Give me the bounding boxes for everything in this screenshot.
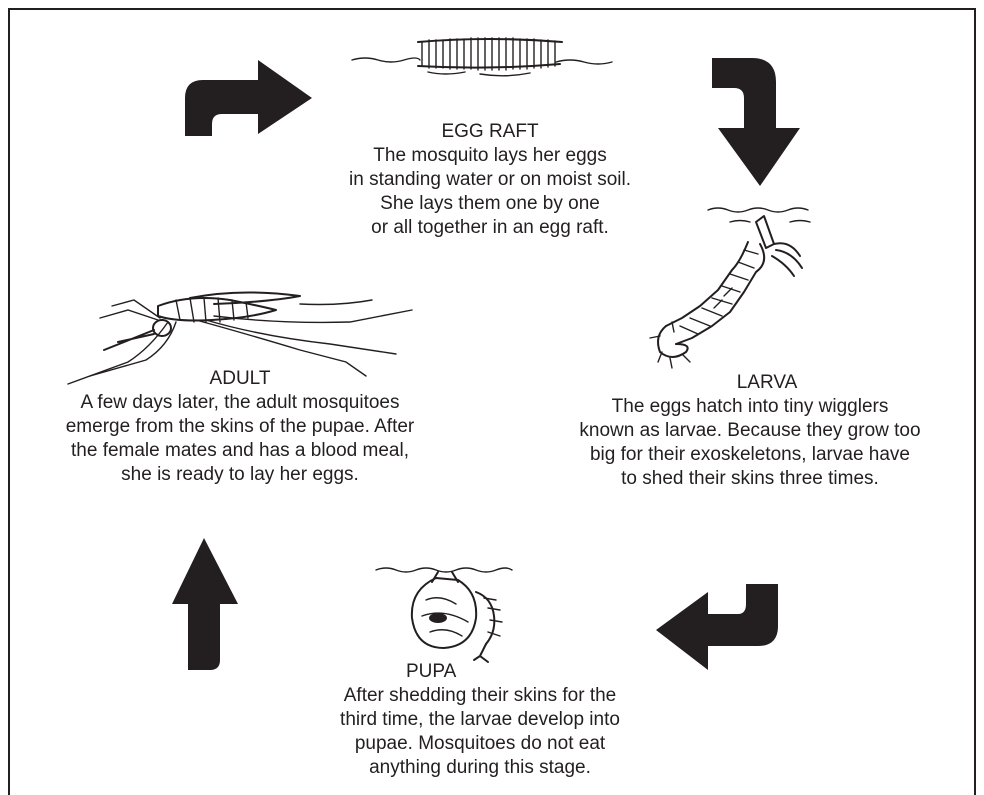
stage-title: EGG RAFT xyxy=(240,120,740,144)
stage-line: A few days later, the adult mosquitoes xyxy=(10,391,470,415)
stage-line: big for their exoskeletons, larvae have xyxy=(535,443,965,467)
egg-raft-illustration xyxy=(352,38,612,76)
stage-line: third time, the larvae develop into xyxy=(270,708,690,732)
stage-line: known as larvae. Because they grow too xyxy=(535,419,965,443)
stage-line: The eggs hatch into tiny wigglers xyxy=(535,395,965,419)
stage-line: She lays them one by one xyxy=(240,192,740,216)
stage-title: ADULT xyxy=(10,367,470,391)
stage-larva: LARVA The eggs hatch into tiny wigglers … xyxy=(535,371,965,491)
pupa-illustration xyxy=(376,568,512,662)
stage-line: The mosquito lays her eggs xyxy=(240,144,740,168)
stage-line: After shedding their skins for the xyxy=(270,684,690,708)
stage-line: pupae. Mosquitoes do not eat xyxy=(270,732,690,756)
stage-line: or all together in an egg raft. xyxy=(240,216,740,240)
stage-line: anything during this stage. xyxy=(270,756,690,780)
stage-line: the female mates and has a blood meal, xyxy=(10,439,470,463)
stage-egg-raft: EGG RAFT The mosquito lays her eggs in s… xyxy=(240,120,740,240)
stage-adult: ADULT A few days later, the adult mosqui… xyxy=(10,367,470,487)
stage-pupa: PUPA After shedding their skins for the … xyxy=(270,660,690,780)
stage-title: PUPA xyxy=(270,660,690,684)
stage-line: she is ready to lay her eggs. xyxy=(10,463,470,487)
stage-title: LARVA xyxy=(535,371,965,395)
stage-line: to shed their skins three times. xyxy=(535,467,965,491)
stage-line: in standing water or on moist soil. xyxy=(240,168,740,192)
stage-line: emerge from the skins of the pupae. Afte… xyxy=(10,415,470,439)
